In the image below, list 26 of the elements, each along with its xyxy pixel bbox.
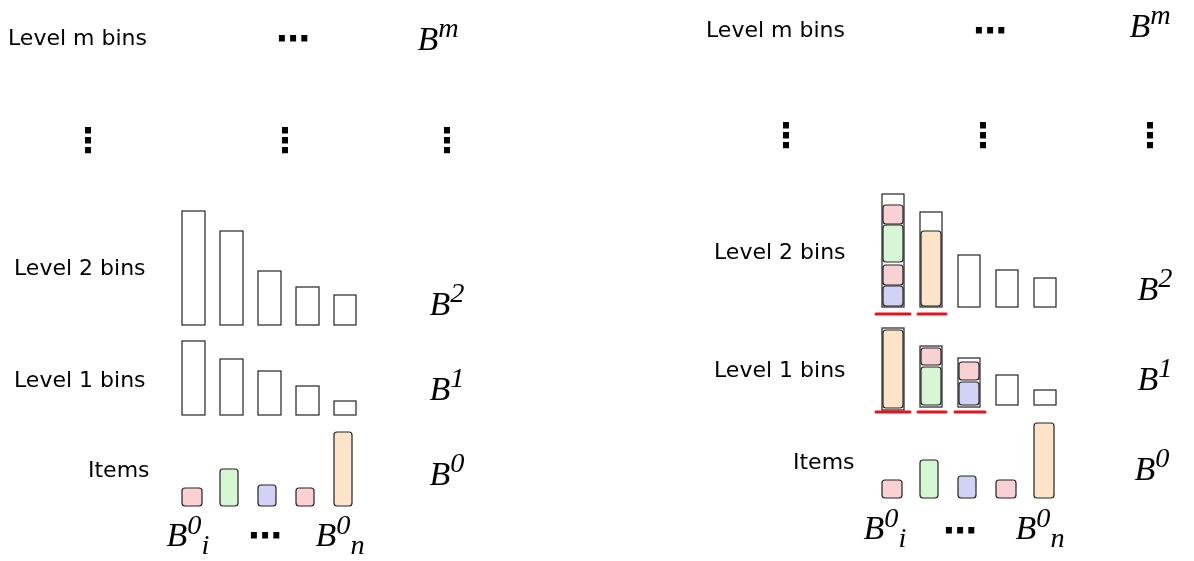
set-symbol: B$^{2}$	[429, 279, 465, 321]
level-label: Items	[88, 459, 150, 481]
ellipsis: ⋮	[769, 118, 803, 152]
set-symbol: B$^{m}$	[417, 14, 459, 56]
set-symbol: B$^{1}$	[429, 364, 465, 406]
set-symbol: B$^{0}$	[1134, 444, 1170, 486]
ellipsis: ⋯	[276, 21, 310, 55]
level-label: Level m bins	[8, 27, 147, 49]
set-symbol: B$^{1}$	[1137, 354, 1173, 396]
set-symbol: B$^{m}$	[1129, 1, 1171, 43]
ellipsis: ⋮	[966, 118, 1000, 152]
ellipsis: ⋮	[430, 123, 464, 157]
level-label: Level 1 bins	[14, 369, 146, 391]
set-symbol: B$^{2}$	[1137, 264, 1173, 306]
level-label: Level 2 bins	[714, 241, 846, 263]
ellipsis: ⋮	[71, 123, 105, 157]
set-symbol: B$^{0}$	[429, 449, 465, 491]
level-label: Items	[793, 451, 855, 473]
ellipsis: ⋯	[248, 518, 282, 552]
level-label: Level 1 bins	[714, 359, 846, 381]
ellipsis: ⋮	[1133, 118, 1167, 152]
ellipsis: ⋯	[943, 513, 977, 547]
ellipsis: ⋯	[973, 13, 1007, 47]
level-label: Level 2 bins	[14, 257, 146, 279]
ellipsis: ⋮	[268, 123, 302, 157]
level-label: Level m bins	[706, 19, 845, 41]
